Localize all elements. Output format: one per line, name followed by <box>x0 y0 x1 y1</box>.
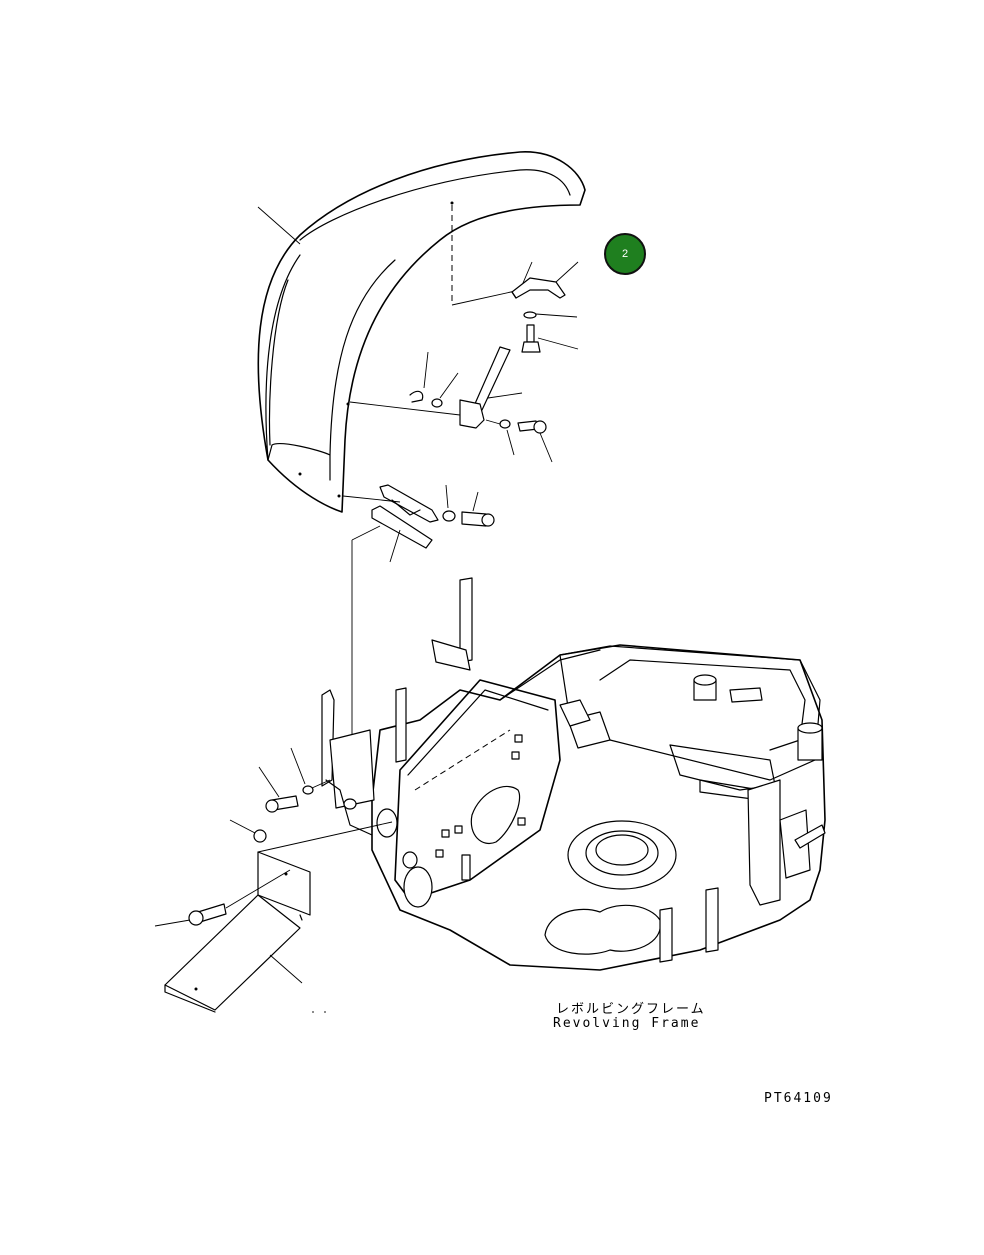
leader-line <box>257 206 301 245</box>
left-fasteners <box>229 747 331 843</box>
bottom-bolt <box>154 869 291 927</box>
frame-label-japanese: レボルビングフレーム <box>556 1002 706 1017</box>
lower-bracket <box>342 484 495 740</box>
callout-badge-2[interactable]: 2 <box>604 233 646 275</box>
revolving-frame <box>321 577 826 971</box>
middle-stay <box>349 346 553 463</box>
fender-cover <box>257 151 586 513</box>
frame-label-english: Revolving Frame <box>553 1016 701 1031</box>
under-cover <box>164 821 393 1013</box>
upper-bracket <box>511 261 579 353</box>
drawing-id: PT64109 <box>764 1091 833 1106</box>
